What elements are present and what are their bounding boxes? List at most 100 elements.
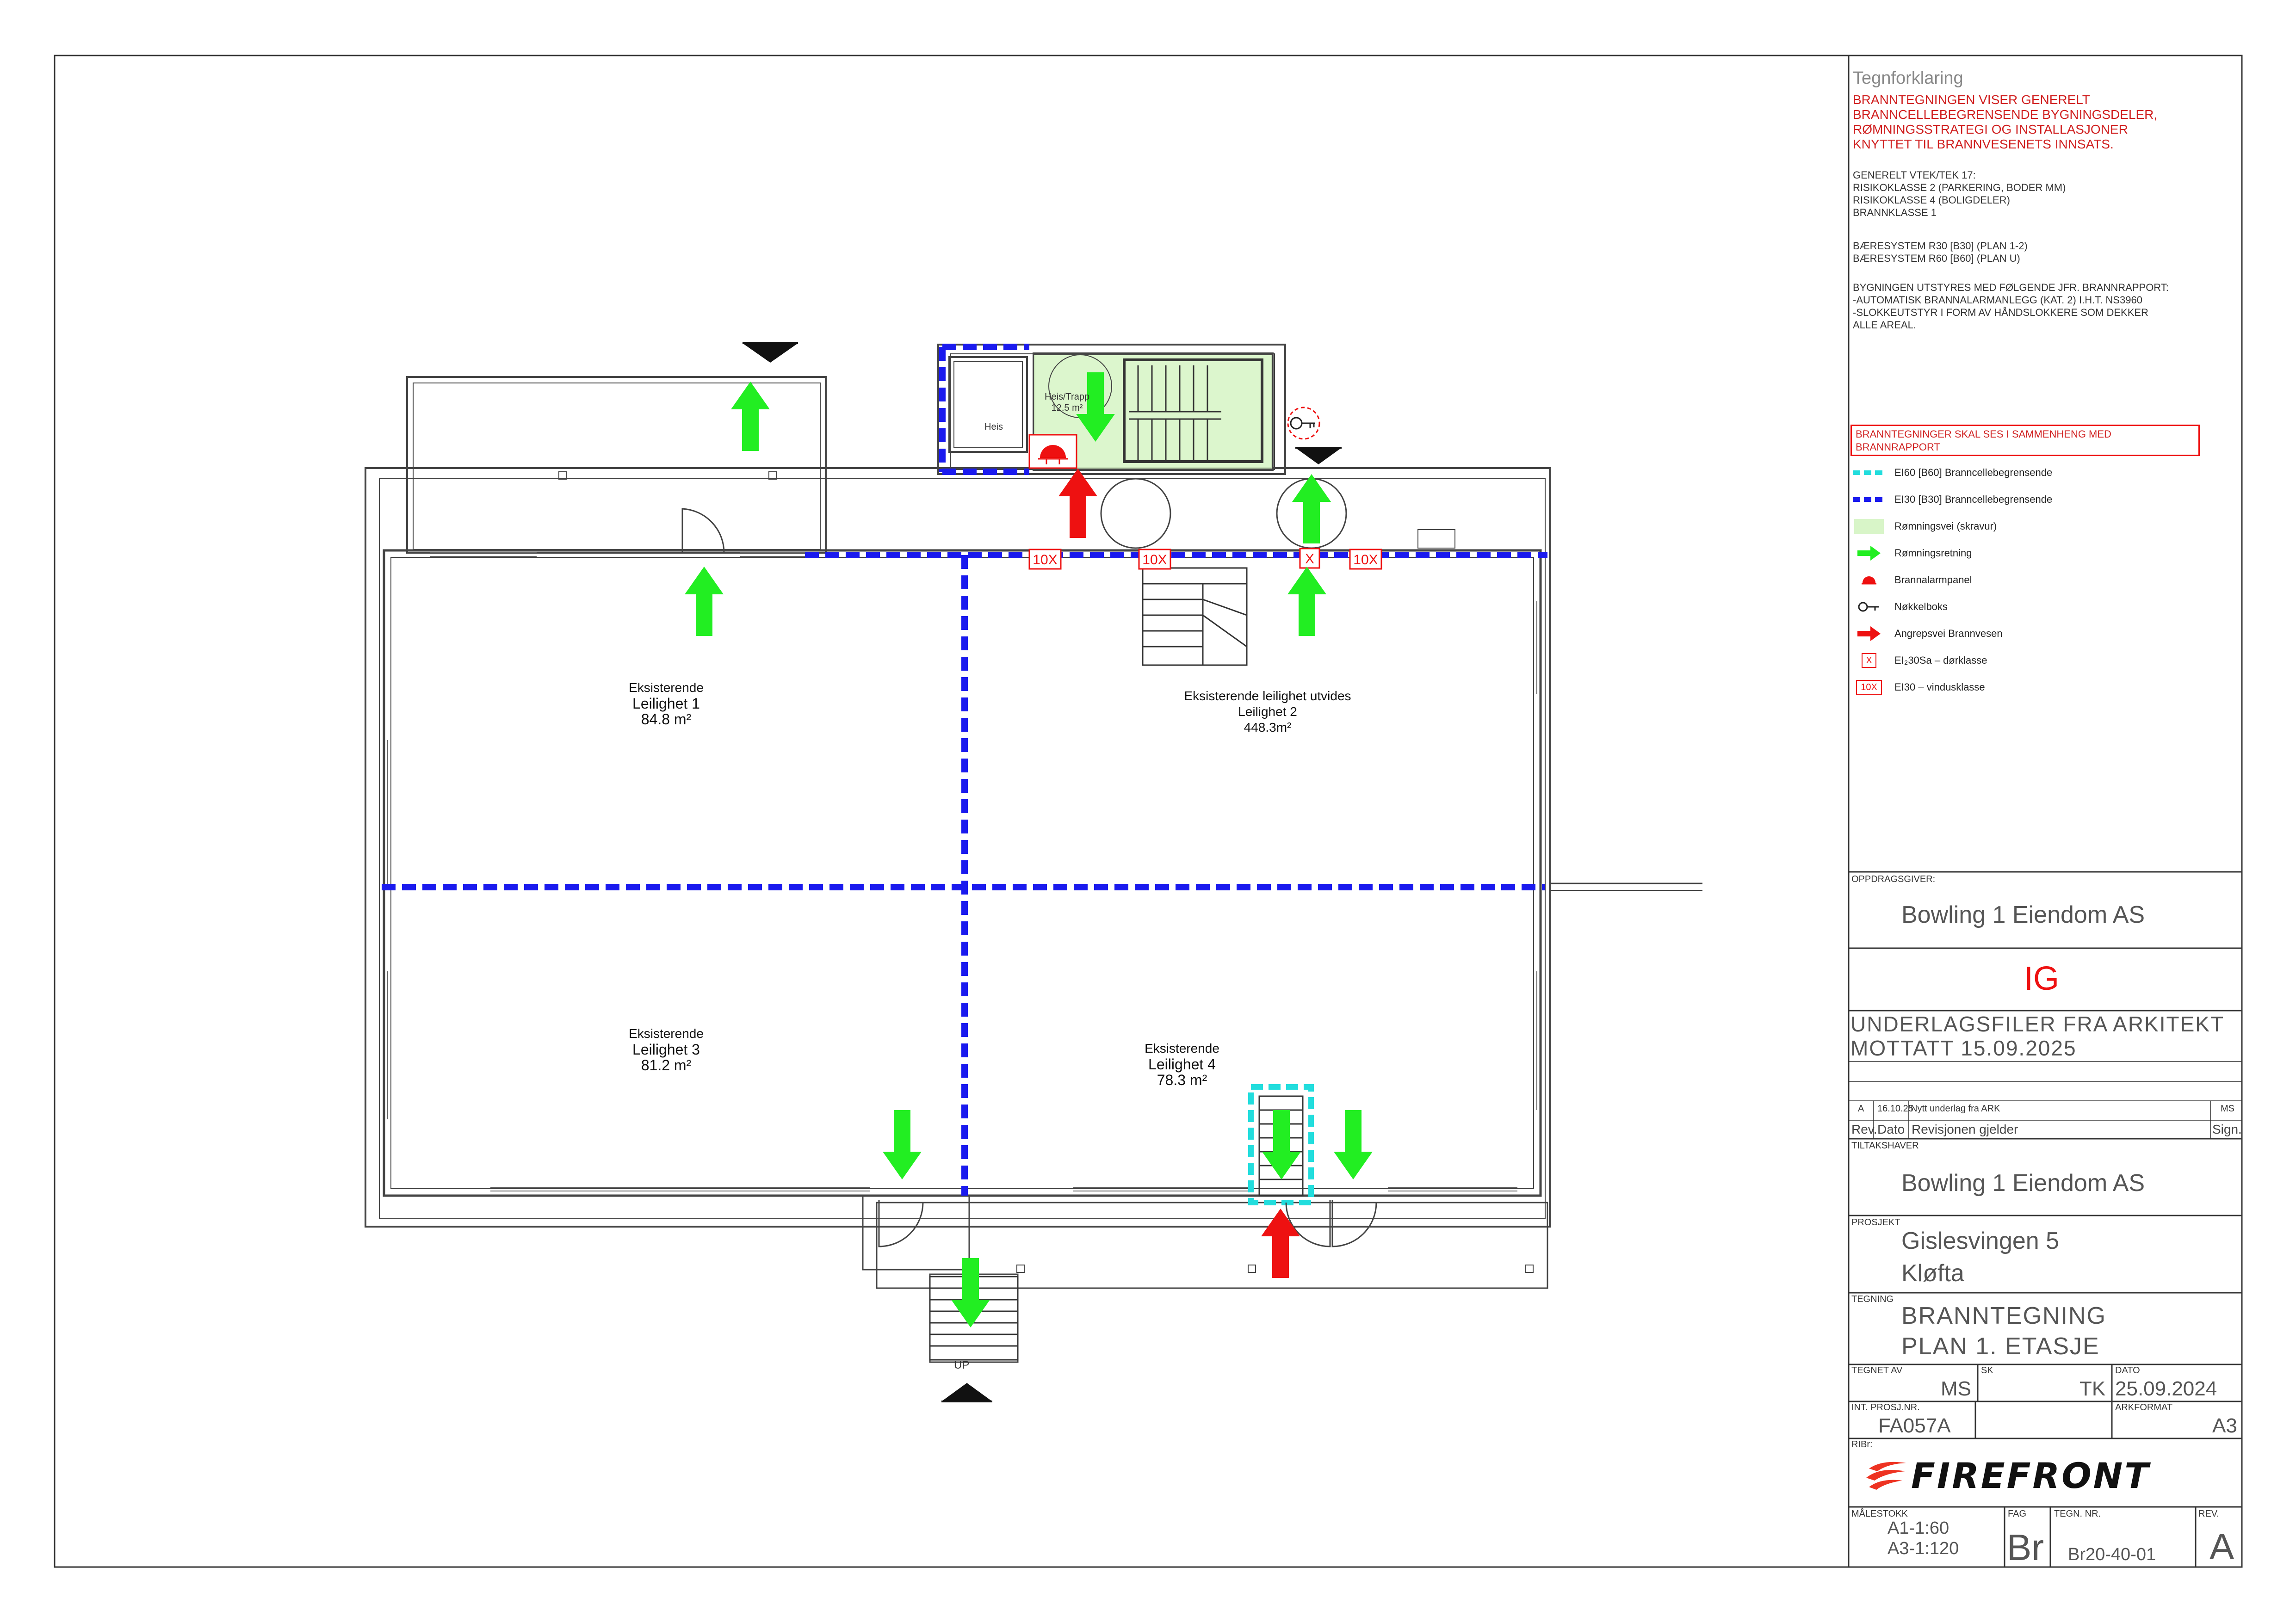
drawing-date: 25.09.2024 (2115, 1377, 2217, 1400)
drawn-by: MS (1941, 1377, 1971, 1400)
fag-label: FAG (2008, 1509, 2027, 1519)
room-area: 84.8 m² (641, 711, 692, 728)
rev-label: REV. (2198, 1509, 2219, 1519)
legend-equipment-line: BYGNINGEN UTSTYRES MED FØLGENDE JFR. BRA… (1853, 282, 2169, 293)
door-x-icon: X (1853, 652, 1885, 669)
room-status: Eksisterende (629, 680, 704, 695)
stair-room-name: Heis/Trapp (1045, 392, 1090, 402)
legend-general-line: GENERELT VTEK/TEK 17: (1853, 169, 1976, 181)
escape-hatch-icon (1853, 518, 1885, 535)
room-area: 78.3 m² (1157, 1072, 1207, 1088)
legend-note-line: BRANNRAPPORT (1856, 441, 1940, 453)
text-header: Revisjonen gjelder (1912, 1122, 2018, 1136)
stair-up-label: UP (954, 1359, 970, 1371)
scale-line: A1-1:60 (1888, 1518, 1949, 1538)
legend-item-window-class: 10X EI30 – vindusklasse (1853, 678, 1985, 697)
key-box-icon (1287, 407, 1320, 440)
legend-item-alarm-panel: Brannalarmpanel (1853, 571, 1972, 589)
legend-item-label: Angrepsvei Brannvesen (1894, 628, 2003, 639)
room-status: Eksisterende (629, 1026, 704, 1041)
legend-intro: BRANNTEGNINGEN VISER GENERELT BRANNCELLE… (1853, 93, 2157, 152)
format-label: ARKFORMAT (2115, 1402, 2173, 1413)
drawing-line: PLAN 1. ETASJE (1901, 1333, 2100, 1360)
legend-equipment: BYGNINGEN UTSTYRES MED FØLGENDE JFR. BRA… (1853, 281, 2169, 331)
legend-item-label: Brannalarmpanel (1894, 574, 1972, 586)
date-header: Dato (1877, 1122, 1905, 1136)
section-markers (743, 342, 1342, 1402)
rev-header: Rev. (1851, 1122, 1877, 1136)
legend-equipment-line: -SLOKKEUTSTYR I FORM AV HÅNDSLOKKERE SOM… (1853, 307, 2148, 318)
room-label-leilighet-3: Eksisterende Leilighet 3 81.2 m² (629, 1026, 704, 1073)
client-name: Bowling 1 Eiendom AS (1901, 901, 2145, 928)
room-name: Leilighet 1 (632, 695, 700, 712)
checked-by: TK (2079, 1377, 2106, 1400)
project-no-label: INT. PROSJ.NR. (1851, 1402, 1920, 1413)
company-name: FIREFRONT (1911, 1455, 2151, 1496)
project-line: Gislesvingen 5 (1901, 1228, 2060, 1254)
legend-note-line: BRANNTEGNINGER SKAL SES I SAMMENHENG MED (1856, 428, 2111, 440)
internal-stair (1142, 567, 1248, 666)
drawn-by-label: TEGNET AV (1851, 1365, 1903, 1376)
class-tags: 10X 10X 10X X (1028, 548, 1382, 570)
drawing-title: BRANNTEGNING PLAN 1. ETASJE (1901, 1301, 2106, 1362)
window-class-tag (1349, 549, 1382, 570)
legend-structure: BÆRESYSTEM R30 [B30] (PLAN 1-2) BÆRESYST… (1853, 240, 2028, 265)
legend-item-label: EI30 [B30] Branncellebegrensende (1894, 494, 2053, 505)
room-name: Leilighet 2 (1238, 704, 1297, 719)
alarm-panel-icon (1028, 434, 1077, 469)
stair-room-area: 12.5 m² (1051, 403, 1083, 413)
basis-note: UNDERLAGSFILER FRA ARKITEKT MOTTATT 15.0… (1850, 1012, 2224, 1060)
window-10x-label: 10X (1856, 680, 1882, 695)
room-name: Leilighet 3 (632, 1041, 700, 1058)
project-line: Kløfta (1901, 1260, 1964, 1287)
revision-headers: Rev. Dato Revisjonen gjelder Sign. (1850, 1122, 2242, 1139)
drawing-no-label: TEGN. NR. (2054, 1509, 2101, 1519)
basis-line: MOTTATT 15.09.2025 (1850, 1036, 2077, 1060)
legend-general: GENERELT VTEK/TEK 17: RISIKOKLASSE 2 (PA… (1853, 169, 2066, 219)
elevator-label: Heis (984, 422, 1003, 432)
legend-intro-line: BRANNCELLEBEGRENSENDE BYGNINGSDELER, (1853, 107, 2158, 122)
revision-rev: A (1858, 1104, 1864, 1114)
legend-item-label: EI₂30Sa – dørklasse (1894, 654, 1987, 666)
sheet-format: A3 (2212, 1414, 2237, 1437)
scale-label: MÅLESTOKK (1851, 1509, 1908, 1519)
legend-item-label: EI30 – vindusklasse (1894, 681, 1985, 693)
ei60-line-icon (1853, 464, 1885, 481)
drawing-line: BRANNTEGNING (1901, 1302, 2106, 1329)
core-stair (1123, 358, 1263, 463)
legend-intro-line: BRANNTEGNINGEN VISER GENERELT (1853, 93, 2090, 107)
legend-item-ei30: EI30 [B30] Branncellebegrensende (1853, 490, 2052, 509)
alarm-panel-icon (1853, 572, 1885, 588)
window-class-text: 10X (1142, 552, 1167, 568)
drawing-no: Br20-40-01 (2068, 1545, 2156, 1564)
legend-equipment-line: -AUTOMATISK BRANNALARMANLEGG (KAT. 2) I.… (1853, 294, 2142, 306)
escape-arrow-icon (1853, 545, 1885, 562)
ei30-boundaries (382, 344, 1547, 1196)
room-name: Leilighet 4 (1148, 1056, 1216, 1073)
ei30-line-icon (1853, 491, 1885, 508)
attack-arrow-icon (1853, 625, 1885, 642)
legend-equipment-line: ALLE AREAL. (1853, 319, 1916, 331)
room-label-leilighet-1: Eksisterende Leilighet 1 84.8 m² (629, 680, 704, 727)
revision-row: A 16.10.25 Nytt underlag fra ARK MS (1850, 1104, 2242, 1119)
revision-date: 16.10.25 (1877, 1104, 1913, 1114)
legend-item-key-box: Nøkkelboks (1853, 598, 1948, 616)
window-10x-icon: 10X (1853, 679, 1885, 696)
window-class-tag (1028, 549, 1062, 570)
door-class-tag (1299, 548, 1320, 569)
revision-text: Nytt underlag fra ARK (1911, 1104, 2000, 1114)
date-label: DATO (2115, 1365, 2140, 1376)
key-box-icon (1853, 599, 1885, 615)
legend-note: BRANNTEGNINGER SKAL SES I SAMMENHENG MED… (1850, 425, 2200, 456)
fag-value: Br (2007, 1527, 2044, 1568)
scale-values: A1-1:60 A3-1:120 (1888, 1518, 1959, 1559)
project-no: FA057A (1878, 1414, 1951, 1437)
legend-structure-line: BÆRESYSTEM R30 [B30] (PLAN 1-2) (1853, 240, 2028, 252)
rev-value: A (2209, 1526, 2234, 1567)
window-class-text: 10X (1353, 552, 1378, 568)
window-class-tag (1138, 549, 1171, 570)
door-class-text: X (1305, 551, 1314, 567)
firefront-logo: FIREFRONT (1864, 1455, 2225, 1496)
